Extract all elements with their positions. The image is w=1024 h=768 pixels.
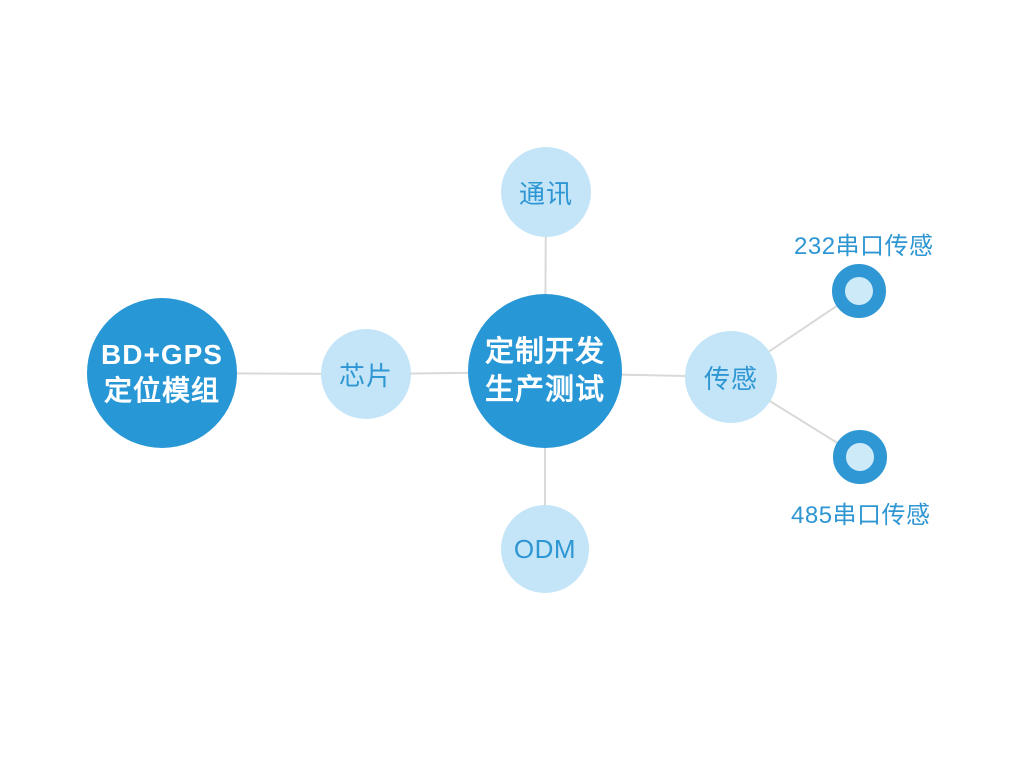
node-bd-gps-label-line1: BD+GPS: [101, 339, 223, 370]
node-communication-label: 通讯: [518, 178, 573, 209]
node-custom-development-label-line2: 生产测试: [484, 374, 605, 406]
node-bd-gps-module: BD+GPS 定位模组: [87, 298, 237, 448]
leaf-label-485-serial-sensor: 485串口传感: [791, 502, 931, 529]
node-bd-gps-label-line2: 定位模组: [103, 375, 220, 406]
node-custom-development-label-line1: 定制开发: [484, 336, 605, 368]
node-sensor-label: 传感: [703, 363, 758, 394]
ring-marker-232: [832, 264, 886, 318]
node-sensor: 传感: [685, 331, 777, 423]
node-odm-label: ODM: [513, 533, 577, 564]
node-chip: 芯片: [321, 329, 411, 419]
node-custom-development: 定制开发 生产测试: [468, 294, 622, 448]
ring-marker-485: [833, 430, 887, 484]
node-chip-label: 芯片: [338, 360, 393, 391]
node-communication: 通讯: [501, 147, 591, 237]
node-odm: ODM: [501, 505, 589, 593]
leaf-label-232-serial-sensor: 232串口传感: [794, 233, 934, 260]
